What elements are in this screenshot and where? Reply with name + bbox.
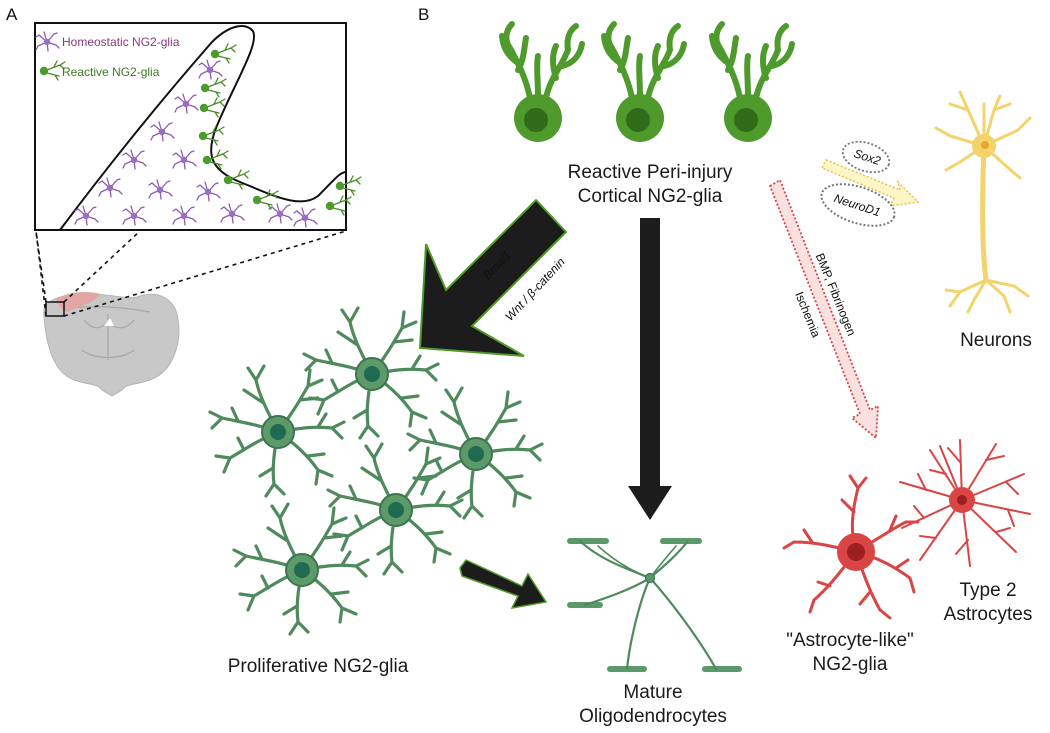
prolif-to-oligo-arrow (459, 559, 548, 609)
type2-label-1: Type 2 (959, 580, 1016, 601)
sox2-oval (841, 140, 891, 174)
reactive-ng2-cells (502, 24, 792, 142)
panel-label-b: B (418, 5, 429, 24)
down-arrow (628, 218, 672, 520)
astro-like-label-2: NG2-glia (813, 654, 888, 675)
astrocyte-like-cell (782, 474, 920, 620)
brain-section (43, 292, 180, 397)
neuron (934, 90, 1032, 314)
mature-label-1: Mature (623, 682, 682, 703)
mature-label-2: Oligodendrocytes (579, 706, 727, 727)
reactive-label-1: Reactive Peri-injury (568, 162, 733, 183)
reactive-label-2: Cortical NG2-glia (578, 186, 723, 207)
bmal1-wnt-arrow: Bmal1 Wnt / β-catenin (418, 198, 568, 357)
neurod1-oval (820, 183, 896, 227)
panel-label-a: A (6, 5, 18, 24)
type2-astrocyte (899, 439, 1031, 567)
astro-like-label-1: "Astrocyte-like" (786, 630, 914, 651)
zoom-lines (35, 230, 347, 317)
oligodendrocyte (567, 538, 742, 672)
proliferative-label: Proliferative NG2-glia (228, 656, 409, 677)
type2-label-2: Astrocytes (944, 604, 1033, 625)
tissue-outline (59, 25, 347, 231)
legend-homeostatic: Homeostatic NG2-glia (62, 35, 180, 49)
legend-reactive: Reactive NG2-glia (62, 65, 160, 79)
inset-box (34, 22, 347, 231)
neuron-arrow: Sox2 NeuroD1 (820, 140, 920, 227)
neurons-label: Neurons (960, 330, 1032, 351)
injury-region (56, 292, 100, 312)
